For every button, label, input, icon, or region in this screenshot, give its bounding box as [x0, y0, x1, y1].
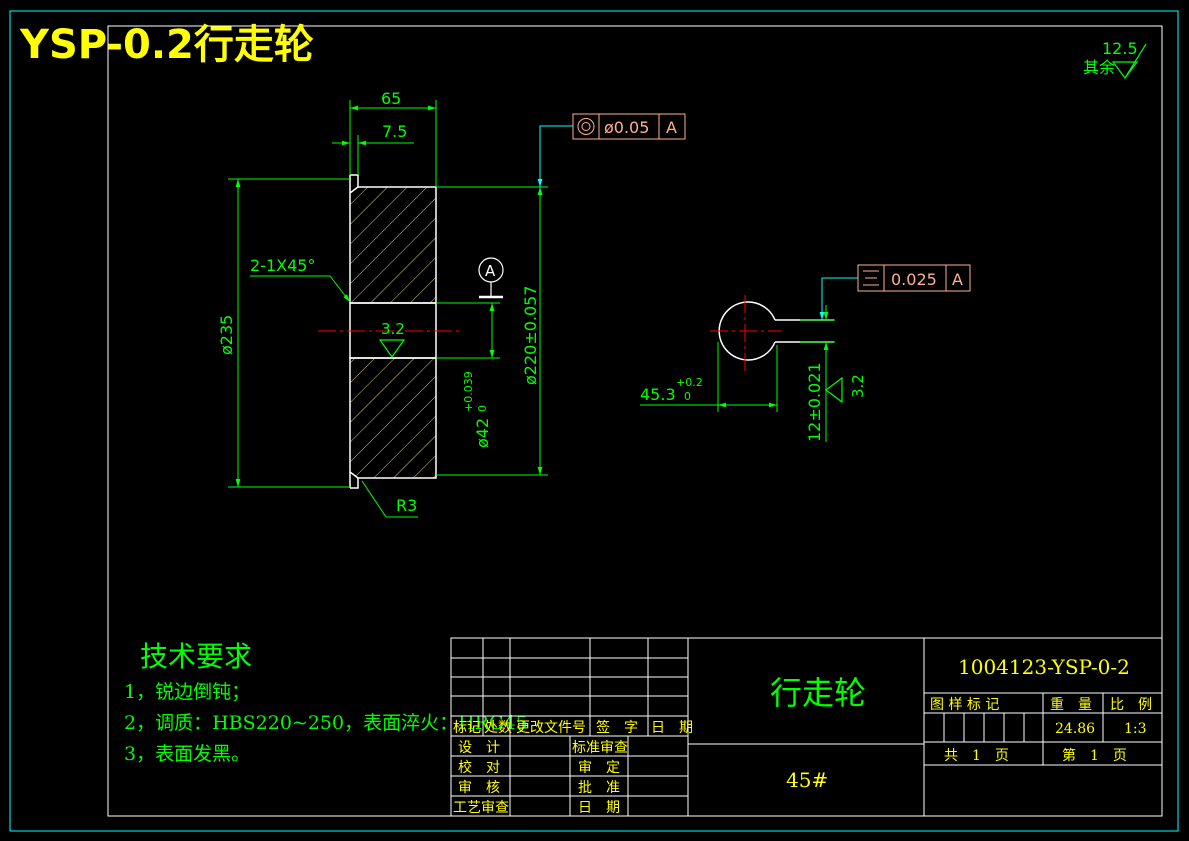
dim-42: ø42	[473, 418, 492, 448]
symmetry-datum: A	[952, 270, 963, 289]
roughness-symbol-icon	[1111, 43, 1147, 79]
scale-value: 1:3	[1124, 721, 1147, 737]
dim-45-3-tol-lower: 0	[684, 390, 691, 403]
keyway-dimensions: 45.3 +0.2 0 12±0.021 3.2	[640, 305, 867, 442]
dim-45-3-tol-upper: +0.2	[676, 376, 703, 389]
dim-7-5: 7.5	[382, 122, 407, 141]
drawing-number: 1004123-YSP-0-2	[958, 655, 1130, 679]
roughness-label: 其余	[1083, 58, 1115, 77]
dim-65: 65	[381, 89, 401, 108]
drawing-title: YSP-0.2行走轮	[19, 22, 314, 68]
datum-a: A	[478, 257, 504, 299]
dim-42-tol-lower: 0	[476, 405, 489, 412]
part-name: 行走轮	[770, 674, 866, 712]
col-header-1: 标记	[453, 720, 481, 736]
concentricity-datum: A	[666, 118, 677, 137]
section-upper-hatch	[349, 186, 437, 304]
title-block-text: 标记 处数 更改文件号 签 字 日 期 设 计 校 对 审 核 工艺审查 标准审…	[453, 655, 1152, 816]
header-drawing-mark: 图 样 标 记	[930, 697, 999, 713]
col-header-2: 处数	[484, 720, 512, 736]
header-weight: 重 量	[1050, 697, 1092, 713]
keyway-roughness-value: 3.2	[849, 374, 867, 398]
dim-r3: R3	[396, 496, 417, 515]
row-check: 校 对	[458, 759, 500, 776]
sheet-number: 第 1 页	[1062, 747, 1127, 764]
dim-42-tol-upper: +0.039	[462, 371, 475, 412]
symmetry-icon	[863, 270, 879, 286]
row-design: 设 计	[458, 740, 500, 756]
roughness-value: 12.5	[1102, 39, 1138, 58]
col-header-5: 日 期	[651, 720, 693, 736]
default-roughness: 其余 12.5	[1083, 39, 1147, 79]
symmetry-frame: 0.025 A	[819, 264, 971, 320]
keyway-roughness-icon	[825, 376, 843, 404]
header-scale: 比 例	[1110, 697, 1152, 713]
bore-roughness-icon	[378, 339, 406, 359]
tech-heading: 技术要求	[140, 640, 252, 673]
concentricity-value: ø0.05	[604, 118, 649, 137]
row-standard: 标准审查	[572, 740, 628, 756]
tech-item-1: 1，锐边倒钝；	[124, 681, 250, 703]
concentricity-frame: ø0.05 A	[537, 113, 686, 187]
col-header-4: 签 字	[596, 719, 638, 736]
row-review: 审 核	[458, 780, 500, 796]
weight-value: 24.86	[1055, 721, 1095, 737]
title-block	[450, 637, 1163, 817]
inner-frame	[107, 25, 1163, 817]
section-lower-hatch	[349, 357, 437, 479]
dim-12: 12±0.021	[805, 362, 824, 442]
tech-requirements: 技术要求 1，锐边倒钝； 2，调质：HBS220~250，表面淬火：HRC45 …	[124, 640, 528, 765]
row-process: 工艺审查	[453, 800, 509, 816]
col-header-3: 更改文件号	[516, 720, 586, 736]
dim-220: ø220±0.057	[521, 285, 540, 385]
dim-45-3: 45.3	[640, 385, 676, 404]
row-approve-2: 批 准	[578, 780, 620, 796]
datum-a-letter: A	[485, 262, 496, 280]
concentricity-icon	[577, 118, 595, 135]
section-view	[318, 174, 460, 489]
total-sheets: 共 1 页	[944, 748, 1009, 764]
tech-item-2: 2，调质：HBS220~250，表面淬火：HRC45	[124, 712, 528, 734]
dim-chamfer: 2-1X45°	[250, 256, 315, 275]
row-approve-1: 审 定	[578, 760, 620, 776]
outer-border	[9, 10, 1179, 832]
bore-roughness-value: 3.2	[381, 320, 405, 338]
symmetry-value: 0.025	[891, 270, 937, 289]
tech-item-3: 3，表面发黑。	[124, 743, 250, 765]
material: 45#	[786, 768, 828, 792]
section-dimensions: 65 7.5 ø235 2-1X45° ø220±0.057 ø42 +0.03…	[217, 89, 548, 518]
dim-235: ø235	[217, 315, 236, 355]
hub-step	[349, 174, 359, 489]
keyway-view	[710, 295, 834, 372]
row-date: 日 期	[578, 800, 620, 816]
